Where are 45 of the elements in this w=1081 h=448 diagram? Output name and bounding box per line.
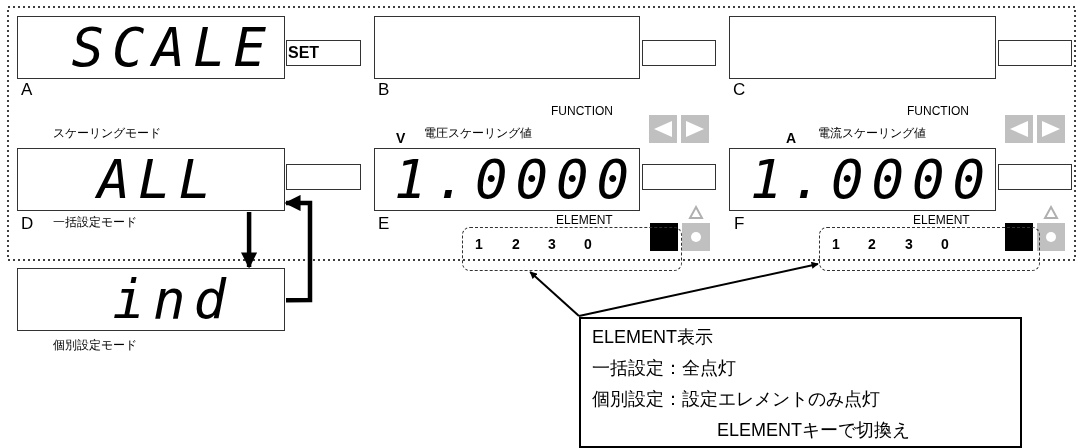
unit-symbol: A — [786, 131, 797, 145]
callout-text: 一括設定：全点灯 — [592, 359, 736, 377]
key-box — [998, 40, 1072, 66]
element-digit: 3 — [905, 237, 913, 251]
element-digit: 3 — [548, 237, 556, 251]
element-digit: 0 — [584, 237, 592, 251]
value-caption: 電流スケーリング値 — [818, 127, 926, 139]
panel-letter: A — [21, 81, 33, 98]
callout-box — [579, 317, 1022, 448]
element-digit: 2 — [512, 237, 520, 251]
arrow — [284, 194, 313, 303]
element-digit: 2 — [868, 237, 876, 251]
set-key: SET — [286, 40, 361, 66]
element-label: ELEMENT — [556, 214, 613, 226]
key-box — [642, 40, 716, 66]
element-digit: 1 — [475, 237, 483, 251]
mode-caption: 個別設定モード — [53, 339, 137, 351]
panel-letter: B — [378, 81, 390, 98]
key-box — [286, 164, 361, 190]
value-caption: 電圧スケーリング値 — [424, 127, 532, 139]
panel-letter: E — [378, 215, 390, 232]
arrow — [241, 212, 258, 269]
display-readout: SCALE — [71, 17, 274, 78]
panel-letter: C — [733, 81, 746, 98]
display-readout: 1.0000 — [749, 149, 993, 210]
function-label: FUNCTION — [907, 105, 969, 117]
unit-symbol: V — [396, 131, 406, 145]
callout-text: ELEMENT表示 — [592, 328, 714, 346]
display-readout: ind — [112, 269, 234, 330]
function-label: FUNCTION — [551, 105, 613, 117]
element-digit: 0 — [941, 237, 949, 251]
display-readout: ALL — [97, 149, 219, 210]
display-readout: 1.0000 — [393, 149, 637, 210]
key-box — [998, 164, 1072, 190]
arrow — [578, 261, 819, 317]
arrow — [529, 271, 580, 317]
mode-caption: スケーリングモード — [53, 127, 161, 139]
element-digit: 1 — [832, 237, 840, 251]
mode-caption: 一括設定モード — [53, 216, 137, 228]
key-box — [642, 164, 716, 190]
element-label: ELEMENT — [913, 214, 970, 226]
callout-text: ELEMENTキーで切換え — [717, 421, 911, 439]
callout-text: 個別設定：設定エレメントのみ点灯 — [592, 390, 880, 408]
panel-letter: D — [21, 215, 34, 232]
panel-letter: F — [734, 215, 745, 232]
